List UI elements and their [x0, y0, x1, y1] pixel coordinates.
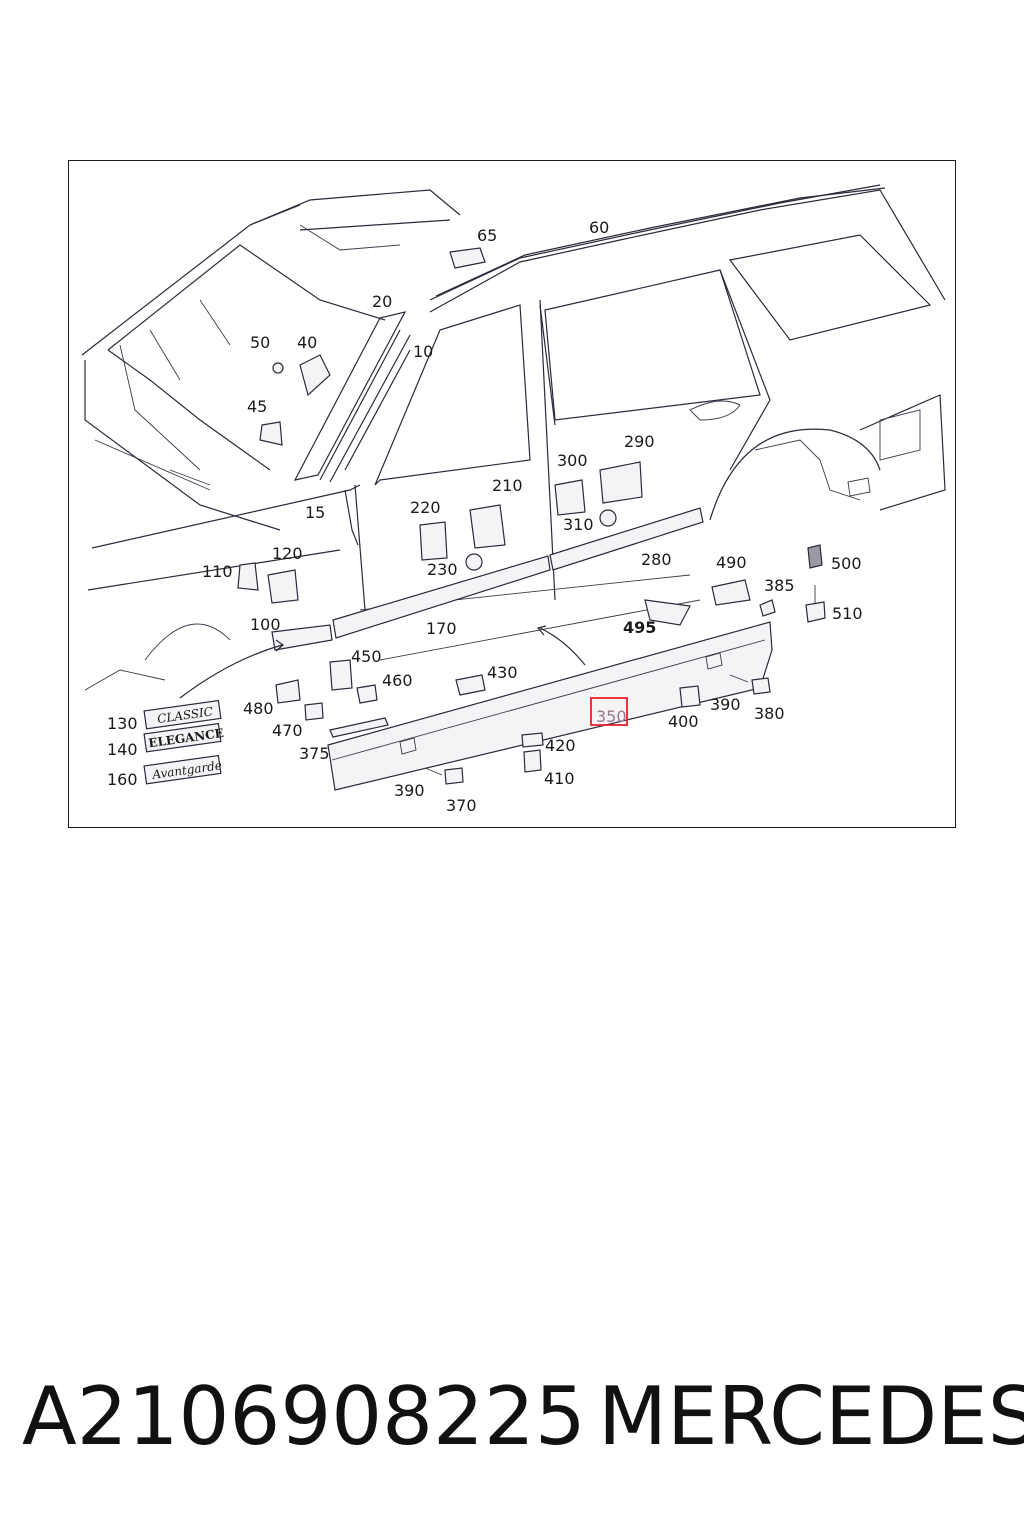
callout-390-right: 390 — [710, 695, 741, 714]
model-badges: CLASSIC ELEGANCE Avantgarde — [143, 699, 225, 785]
callout-310: 310 — [563, 515, 594, 534]
callout-210: 210 — [492, 476, 523, 495]
clips-and-fasteners — [237, 247, 826, 785]
callout-350-highlighted: 350 — [596, 707, 627, 726]
callout-410: 410 — [544, 769, 575, 788]
callout-370: 370 — [446, 796, 477, 815]
side-moldings — [271, 507, 773, 791]
callout-110: 110 — [202, 562, 233, 581]
brand-name: MERCEDES — [598, 1370, 1024, 1463]
callout-20: 20 — [372, 292, 392, 311]
callout-280: 280 — [641, 550, 672, 569]
callout-430: 430 — [487, 663, 518, 682]
callout-10: 10 — [413, 342, 433, 361]
callout-170: 170 — [426, 619, 457, 638]
callout-130: 130 — [107, 714, 138, 733]
callout-15: 15 — [305, 503, 325, 522]
callout-470: 470 — [272, 721, 303, 740]
callout-510: 510 — [832, 604, 863, 623]
part-number: A2106908225 — [22, 1370, 586, 1463]
callout-labels: 10 15 20 40 45 50 60 65 100 110 120 130 … — [107, 218, 863, 815]
callout-160: 160 — [107, 770, 138, 789]
callout-460: 460 — [382, 671, 413, 690]
callout-500: 500 — [831, 554, 862, 573]
callout-450: 450 — [351, 647, 382, 666]
callout-290: 290 — [624, 432, 655, 451]
pointer-arrows — [179, 625, 586, 699]
highlight-box — [590, 697, 628, 726]
car-body-illustration — [81, 184, 946, 691]
callout-50: 50 — [250, 333, 270, 352]
callout-495: 495 — [623, 618, 656, 637]
callout-490: 490 — [716, 553, 747, 572]
callout-40: 40 — [297, 333, 317, 352]
callout-230: 230 — [427, 560, 458, 579]
callout-385: 385 — [764, 576, 795, 595]
callout-390-left: 390 — [394, 781, 425, 800]
callout-120: 120 — [272, 544, 303, 563]
callout-100: 100 — [250, 615, 281, 634]
footer-caption: A2106908225 MERCEDES — [22, 1370, 1024, 1463]
callout-220: 220 — [410, 498, 441, 517]
callout-300: 300 — [557, 451, 588, 470]
callout-60: 60 — [589, 218, 609, 237]
callout-45: 45 — [247, 397, 267, 416]
callout-375: 375 — [299, 744, 330, 763]
callout-420: 420 — [545, 736, 576, 755]
callout-380: 380 — [754, 704, 785, 723]
callout-480: 480 — [243, 699, 274, 718]
callout-140: 140 — [107, 740, 138, 759]
callout-65: 65 — [477, 226, 497, 245]
callout-400: 400 — [668, 712, 699, 731]
